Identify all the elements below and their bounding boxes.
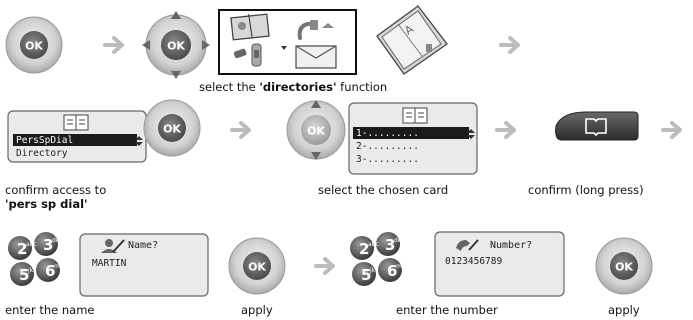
key-letters: def bbox=[394, 237, 405, 244]
arrow-right-icon bbox=[495, 121, 516, 139]
nav-left-icon bbox=[142, 40, 150, 50]
caption-enter-name: enter the name bbox=[5, 303, 95, 317]
ok-key-apply-2[interactable]: OK bbox=[595, 237, 653, 295]
ok-key-1[interactable]: OK bbox=[5, 16, 63, 74]
key-digit: 2 bbox=[359, 240, 369, 258]
scroll-up-icon bbox=[467, 129, 475, 133]
number-entry-screen bbox=[434, 231, 565, 297]
card-item-1[interactable]: 1-......... bbox=[356, 128, 419, 139]
caption-apply-1: apply bbox=[241, 303, 273, 317]
card-selection-highlight bbox=[353, 127, 469, 139]
ok-key-label: OK bbox=[167, 40, 185, 53]
key-digit: 5 bbox=[361, 266, 371, 284]
menu-selection-highlight bbox=[13, 134, 137, 146]
nav-up-icon bbox=[311, 100, 321, 108]
directories-icon bbox=[230, 13, 270, 41]
key-letters: def bbox=[52, 237, 63, 244]
caption-apply-2: apply bbox=[608, 303, 640, 317]
ok-key-label: OK bbox=[25, 40, 43, 53]
caption-enter-number: enter the number bbox=[396, 303, 498, 317]
caption-confirm-access: confirm access to bbox=[5, 183, 107, 197]
key-letters: jkl bbox=[369, 267, 377, 274]
key-letters: mno bbox=[396, 263, 410, 270]
name-entry-screen bbox=[79, 233, 209, 297]
key-digit: 6 bbox=[387, 262, 397, 280]
arrow-right-icon bbox=[499, 36, 520, 54]
handset-icon bbox=[233, 43, 262, 67]
scroll-down-icon bbox=[467, 135, 475, 139]
nav-down-icon bbox=[171, 71, 181, 79]
book-icon bbox=[585, 118, 607, 137]
nav-up-icon bbox=[171, 11, 181, 19]
caption-long-press: confirm (long press) bbox=[528, 183, 644, 197]
nav-right-icon bbox=[202, 40, 210, 50]
forward-icon bbox=[297, 20, 334, 40]
nav-down-icon bbox=[311, 152, 321, 160]
key-digit: 2 bbox=[17, 240, 27, 258]
card-list-screen bbox=[348, 102, 478, 175]
caption-pers-sp-dial: 'pers sp dial' bbox=[5, 197, 88, 211]
menu-item-directory[interactable]: Directory bbox=[16, 148, 68, 159]
open-directory-book-icon: A bbox=[376, 5, 448, 75]
arrow-right-icon bbox=[103, 36, 124, 54]
ok-key-2[interactable]: OK bbox=[143, 99, 201, 157]
key-letters: mno bbox=[54, 263, 68, 270]
name-value[interactable]: MARTIN bbox=[92, 258, 127, 269]
arrow-right-icon bbox=[661, 121, 682, 139]
ok-key-apply-1[interactable]: OK bbox=[228, 237, 286, 295]
ok-key-label: OK bbox=[615, 261, 633, 274]
card-item-2[interactable]: 2-......... bbox=[356, 141, 419, 152]
key-digit: 3 bbox=[385, 236, 395, 254]
key-letters: abc bbox=[368, 241, 379, 248]
number-value[interactable]: 0123456789 bbox=[445, 256, 503, 267]
scroll-down-icon bbox=[135, 142, 143, 146]
key-letters: jkl bbox=[27, 267, 35, 274]
keypad-2[interactable]: 2 abc 3 def 5 jkl 6 mno bbox=[350, 232, 410, 286]
key-digit: 6 bbox=[45, 262, 55, 280]
scroll-up-icon bbox=[135, 136, 143, 140]
menu-screen bbox=[7, 110, 147, 163]
arrow-right-icon bbox=[230, 121, 251, 139]
dropdown-icon bbox=[281, 46, 287, 50]
navigator-key[interactable]: OK bbox=[142, 11, 210, 79]
name-prompt: Name? bbox=[128, 240, 159, 251]
navigator-key-updown[interactable]: OK bbox=[286, 100, 346, 160]
key-letters: abc bbox=[26, 241, 37, 248]
card-item-3[interactable]: 3-......... bbox=[356, 154, 419, 165]
directory-key[interactable] bbox=[555, 111, 639, 141]
key-digit: 3 bbox=[43, 236, 53, 254]
keypad-1[interactable]: 2 abc 3 def 5 jkl 6 mno bbox=[8, 232, 68, 286]
ok-key-label: OK bbox=[248, 261, 266, 274]
arrow-right-icon bbox=[314, 257, 335, 275]
caption-select-card: select the chosen card bbox=[318, 183, 449, 197]
edit-phone-icon bbox=[456, 239, 479, 251]
function-icons-panel bbox=[218, 9, 357, 75]
menu-item-pers-sp-dial[interactable]: PersSpDial bbox=[16, 135, 74, 146]
caption-select-directories: select the 'directories' function bbox=[199, 80, 388, 94]
edit-person-icon bbox=[101, 239, 125, 253]
ok-key-label: OK bbox=[163, 123, 181, 136]
key-digit: 5 bbox=[19, 266, 29, 284]
number-prompt: Number? bbox=[490, 240, 533, 251]
message-icon bbox=[295, 45, 337, 69]
ok-key-label: OK bbox=[307, 125, 325, 138]
